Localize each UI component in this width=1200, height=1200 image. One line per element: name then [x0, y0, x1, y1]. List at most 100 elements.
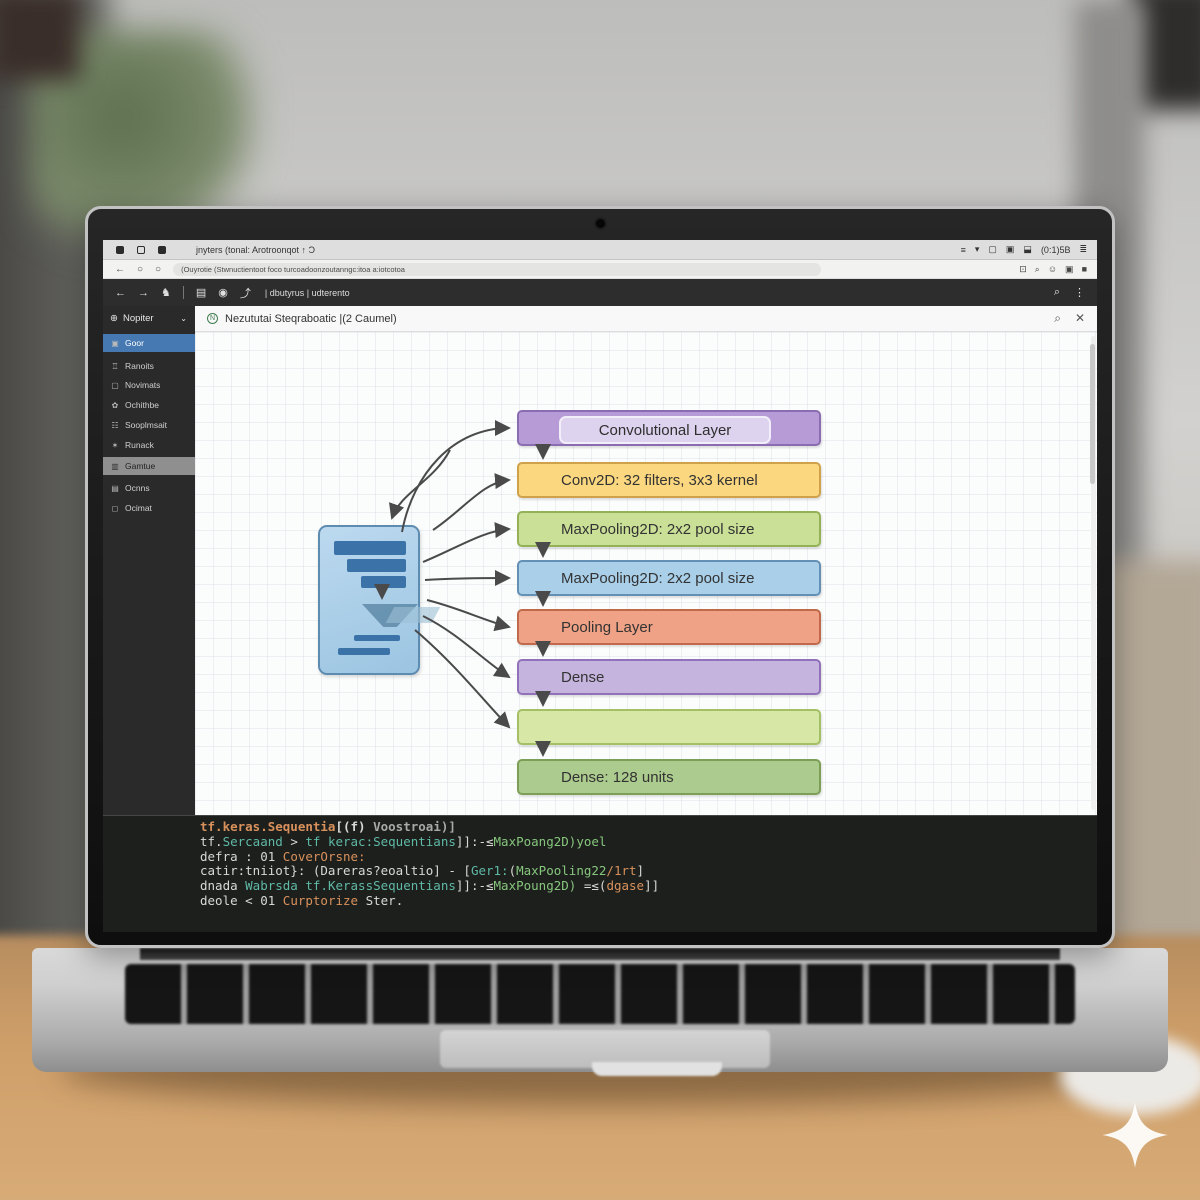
code-line-1: tf.keras.Sequentia[(f) Voostroai)]: [200, 819, 456, 834]
window-control-maximize[interactable]: [158, 245, 166, 254]
sidebar-item-label: Ochithbe: [125, 400, 160, 410]
sidebar-header-label: Nopiter: [122, 313, 154, 324]
home-icon[interactable]: ○: [155, 263, 162, 275]
sidebar-item-label: Ocnns: [125, 483, 150, 493]
browser-window: jnyters (tonal: Arotroonqot ↑ Ɔ ≡ ▾ ▢ ▣ ⬓ (0:…: [103, 240, 1097, 932]
sidebar-item-ocimat[interactable]: ◻Ocimat: [103, 499, 195, 517]
toolbar-breadcrumb: | dbutyrus | udterento: [264, 287, 350, 298]
sidebar-item-runack[interactable]: ✶ Runack: [103, 436, 195, 454]
code-line-2: tf.Sercaand > tf kerac:Sequentians]]:-≤M…: [200, 833, 607, 849]
urlbar-icon-1[interactable]: ⌕: [1034, 263, 1040, 274]
reload-icon[interactable]: ○: [137, 263, 144, 275]
code-line-6: deole < 01 Curptorize Ster.: [200, 892, 404, 908]
sparkle-icon: [1102, 1102, 1168, 1168]
code-bar: [347, 559, 406, 572]
code-bar: [354, 635, 400, 641]
webcam-icon: [596, 219, 605, 228]
toolbar-card-icon[interactable]: ▤: [195, 287, 207, 299]
url-text: (Ouyrotie (Stwnuctientoot foco turcoadoo…: [181, 264, 405, 274]
urlbar-icon-3[interactable]: ▣: [1065, 263, 1074, 274]
tabbar-icon-4[interactable]: ⬓: [1023, 244, 1032, 254]
sidebar-header[interactable]: ⊕ Nopiter ⌄: [103, 306, 195, 324]
layer-box-pooling-layer[interactable]: Pooling Layer: [517, 609, 821, 645]
layer-box-maxpooling2d-2x2-pool-size[interactable]: MaxPooling2D: 2x2 pool size: [517, 560, 821, 596]
tabbar-icon-3[interactable]: ▣: [1005, 244, 1015, 254]
layer-box-dense-128-units[interactable]: Dense: 128 units: [517, 759, 821, 795]
funnel-highlight: [385, 607, 441, 623]
layer-box-empty[interactable]: [517, 709, 821, 745]
url-input[interactable]: (Ouyrotie (Stwnuctientoot foco turcoadoo…: [173, 262, 822, 276]
toolbar-search-icon[interactable]: ⌕: [1053, 286, 1060, 298]
urlbar-icon-4[interactable]: ■: [1081, 263, 1087, 274]
sidebar-item-goor[interactable]: ▣Goor: [103, 334, 195, 352]
sidebar-item-ranoits[interactable]: ♖ Ranoits: [103, 357, 195, 375]
novimats-icon: ▢: [111, 380, 119, 390]
url-bar-icons: ⊡ ⌕ ☺ ▣ ■: [1019, 264, 1087, 275]
toolbar-apps-icon[interactable]: ♞: [161, 287, 171, 299]
layer-box-maxpooling2d-2x2-pool-size[interactable]: MaxPooling2D: 2x2 pool size: [517, 511, 821, 547]
toolbar-divider: [182, 286, 184, 299]
toolbar-back-icon[interactable]: ←: [115, 286, 126, 299]
sidebar-item-label: Ranoits: [125, 361, 154, 371]
code-line-5: dnada Wabrsda tf.KerassSequentians]]:-≤M…: [200, 878, 660, 894]
sidebar-item-ochithbe[interactable]: ✿Ochithbe: [103, 396, 195, 414]
layer-box-conv2d-32-filters-3x3-kernel[interactable]: Conv2D: 32 filters, 3x3 kernel: [517, 462, 821, 498]
toolbar-clock-icon[interactable]: ◉: [218, 287, 228, 299]
browser-tab-title[interactable]: jnyters (tonal: Arotroonqot ↑ Ɔ: [196, 244, 316, 255]
layer-box-label: Dense: 128 units: [561, 768, 674, 786]
layer-box-inner-label: Convolutional Layer: [559, 416, 771, 444]
layer-box-label: MaxPooling2D: 2x2 pool size: [561, 569, 755, 587]
layer-box-label: Dense: [561, 668, 605, 686]
code-cell[interactable]: tf.keras.Sequentia[(f) Voostroai)]tf.Ser…: [103, 815, 1097, 932]
code-line-3: defra : 01 CoverOrsne:: [200, 848, 366, 864]
sidebar-item-gamtue[interactable]: ▥Gamtue: [103, 457, 195, 475]
sidebar: ⊕ Nopiter ⌄ ▣Goor ♖ Ranoits ▢Novimats ✿Ochit…: [103, 306, 195, 815]
code-line-4: catir:tniiot}: (Dareras?eoaltio] - [Ger1…: [200, 863, 645, 879]
urlbar-icon-0[interactable]: ⊡: [1019, 263, 1027, 274]
layer-box-dense[interactable]: Dense: [517, 659, 821, 695]
sidebar-item-label: Runack: [125, 440, 154, 450]
globe-icon: ⊕: [110, 313, 118, 324]
browser-url-row: ← ○ ○ (Ouyrotie (Stwnuctientoot foco tur…: [103, 260, 1097, 279]
laptop-trackpad: [440, 1030, 770, 1068]
layer-box-label: MaxPooling2D: 2x2 pool size: [561, 520, 755, 538]
tabbar-icon-0[interactable]: ≡: [960, 244, 966, 255]
toolbar-forward-icon[interactable]: →: [138, 286, 149, 299]
code-bar: [338, 648, 390, 655]
notebook-title[interactable]: Nezututai Steqraboatic |(2 Caumel): [225, 312, 397, 325]
sidebar-item-sooplmsait[interactable]: ☷Sooplmsait: [103, 416, 195, 434]
tabbar-icon-5[interactable]: (0:1)5B: [1040, 244, 1071, 255]
toolbar-share-icon[interactable]: ⤴: [239, 287, 251, 300]
tabbar-icon-2[interactable]: ▢: [988, 244, 997, 254]
window-control-close[interactable]: [116, 245, 124, 254]
toolbar-menu-icon[interactable]: ⋮: [1074, 287, 1085, 299]
canvas-scrollbar[interactable]: [1090, 336, 1096, 810]
notebook-close-icon[interactable]: ✕: [1074, 311, 1085, 325]
model-summary-node[interactable]: [318, 525, 441, 675]
tabbar-icon-6[interactable]: ≣: [1079, 244, 1087, 254]
notebook-zoom-icon[interactable]: ⌕: [1054, 311, 1061, 325]
code-bar: [361, 576, 406, 588]
sidebar-item-label: Ocimat: [125, 503, 152, 513]
layer-box-label: Conv2D: 32 filters, 3x3 kernel: [561, 471, 758, 489]
back-icon[interactable]: ←: [115, 263, 125, 275]
background-corner-dark: [0, 0, 80, 80]
runack-icon: ✶: [111, 440, 119, 450]
tabbar-icon-1[interactable]: ▾: [974, 244, 980, 254]
urlbar-icon-2[interactable]: ☺: [1047, 263, 1058, 274]
ranoits-icon: ♖: [111, 361, 119, 371]
sidebar-item-novimats[interactable]: ▢Novimats: [103, 376, 195, 394]
sidebar-item-ocnns[interactable]: ▤ Ocnns: [103, 479, 195, 497]
window-control-minimize[interactable]: [137, 245, 145, 254]
gamtue-icon: ▥: [111, 461, 119, 471]
tab-bar-icons: ≡ ▾ ▢ ▣ ⬓ (0:1)5B ≣: [961, 244, 1087, 255]
sidebar-item-label: Goor: [125, 338, 144, 348]
ocnns-icon: ▤: [111, 483, 119, 493]
laptop-lid-notch: [592, 1062, 722, 1076]
layer-box-convolutional-layer[interactable]: Convolutional Layer: [517, 410, 821, 446]
laptop-hinge: [140, 948, 1060, 960]
notebook-tab-header: N Nezututai Steqraboatic |(2 Caumel) ⌕ ✕: [195, 306, 1097, 332]
sidebar-item-label: Sooplmsait: [125, 420, 168, 430]
